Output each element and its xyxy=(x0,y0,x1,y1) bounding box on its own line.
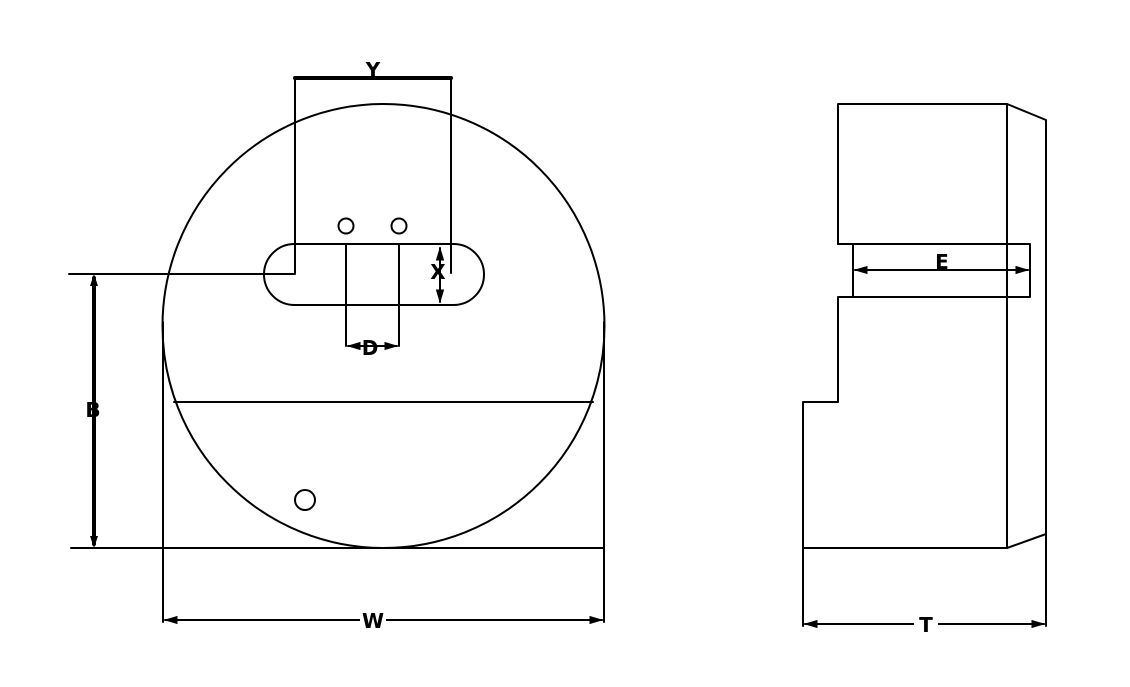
dimension-t: T xyxy=(802,533,1047,637)
hole-right xyxy=(390,217,408,235)
dimension-x: X xyxy=(430,246,446,304)
front-view: Y X D B W xyxy=(68,58,606,633)
dimension-b: B xyxy=(68,272,371,549)
hole-left xyxy=(337,217,355,235)
dimension-d: D xyxy=(345,243,400,360)
t-label-gap xyxy=(914,614,938,634)
w-label-gap xyxy=(360,610,386,630)
b-extension-top xyxy=(68,272,296,275)
disc-outline xyxy=(161,103,606,549)
e-label: E xyxy=(935,250,949,274)
side-body-outline xyxy=(802,103,1008,549)
x-label: X xyxy=(430,260,446,284)
dimension-e: E xyxy=(853,250,1030,275)
dimension-w: W xyxy=(162,547,605,633)
y-label: Y xyxy=(365,58,381,82)
b-arrow-bottom xyxy=(90,536,98,548)
side-back-face xyxy=(1006,103,1047,549)
b-arrow-top xyxy=(90,274,98,286)
side-view: E T xyxy=(802,103,1047,637)
hole-lower xyxy=(294,489,316,511)
t-label: T xyxy=(919,613,933,637)
b-label: B xyxy=(85,398,100,422)
dimension-y: Y xyxy=(293,58,453,274)
side-slot-outline xyxy=(852,243,1031,298)
w-label: W xyxy=(362,609,384,633)
d-label: D xyxy=(362,336,379,360)
